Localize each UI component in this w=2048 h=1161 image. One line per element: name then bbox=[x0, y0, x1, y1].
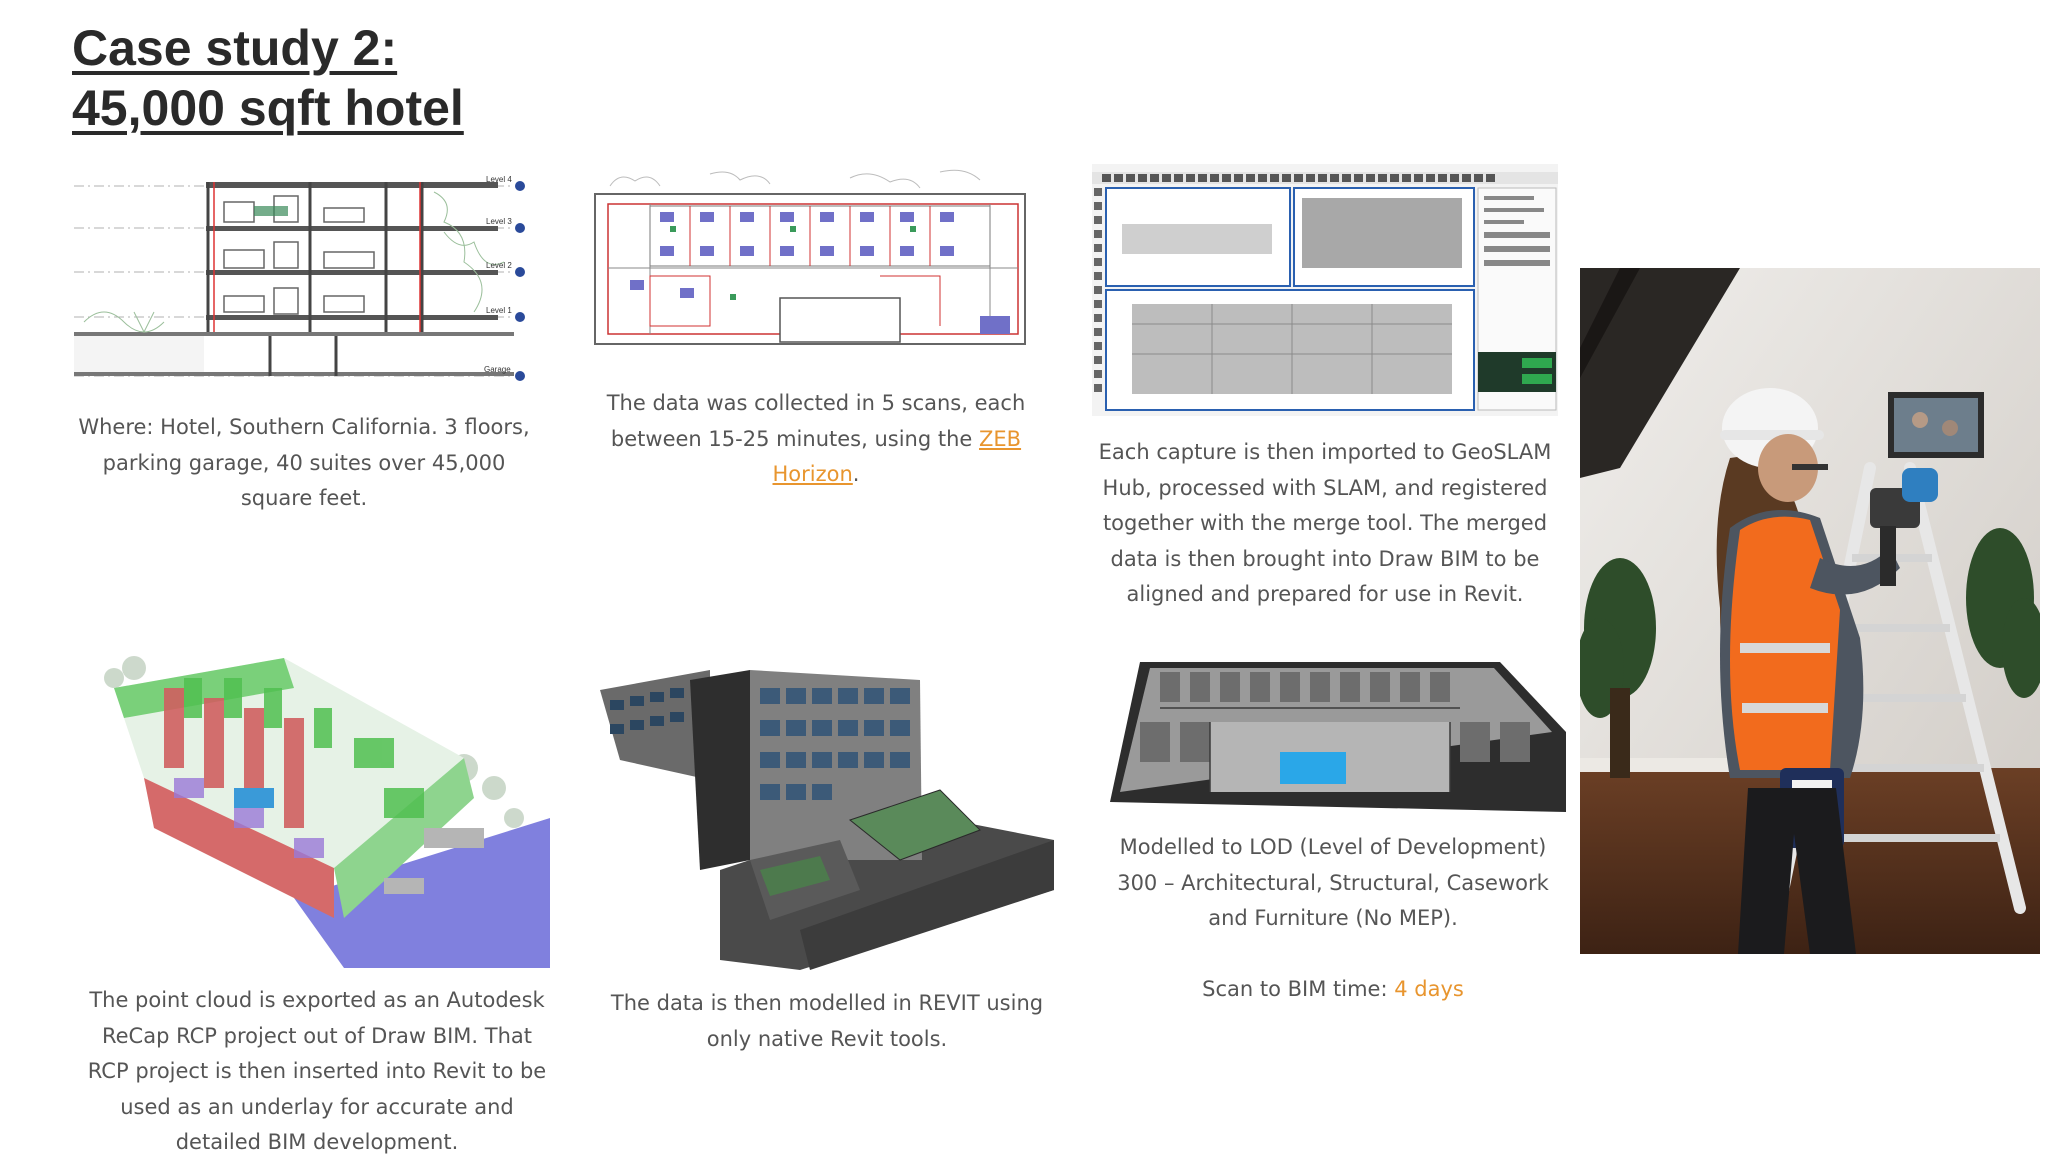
scans-caption-end: . bbox=[852, 462, 860, 486]
geoslam-software-screenshot bbox=[1092, 164, 1558, 416]
pointcloud-caption: The point cloud is exported as an Autode… bbox=[87, 988, 547, 1154]
section-drawing-image: Level 4 Level 3 Level 2 Level 1 Garage bbox=[74, 172, 532, 390]
garage-label: Garage bbox=[484, 365, 511, 374]
lod-caption: Modelled to LOD (Level of Development) 3… bbox=[1117, 835, 1549, 930]
scan-time-value: 4 days bbox=[1394, 977, 1464, 1001]
zeb-horizon-link[interactable]: ZEB Horizon bbox=[772, 426, 1022, 487]
scans-caption-text: The data was collected in 5 scans, each … bbox=[606, 391, 1026, 451]
person-scanning-photo bbox=[1580, 268, 2040, 954]
title-line-2: 45,000 sqft hotel bbox=[72, 80, 464, 136]
level-2-label: Level 2 bbox=[486, 261, 512, 270]
slide-title: Case study 2: 45,000 sqft hotel bbox=[72, 18, 672, 138]
title-line-1: Case study 2: bbox=[72, 20, 398, 76]
scan-time-label: Scan to BIM time: bbox=[1202, 977, 1395, 1001]
geoslam-caption: Each capture is then imported to GeoSLAM… bbox=[1098, 440, 1552, 606]
scan-time-line: Scan to BIM time: 4 days bbox=[1100, 972, 1566, 1008]
floor-model-image bbox=[1100, 652, 1566, 818]
scans-caption: The data was collected in 5 scans, each … bbox=[590, 386, 1042, 493]
point-cloud-image bbox=[84, 648, 550, 968]
level-1-label: Level 1 bbox=[486, 306, 512, 315]
where-caption: Where: Hotel, Southern California. 3 flo… bbox=[78, 415, 530, 510]
level-4-label: Level 4 bbox=[486, 175, 512, 184]
floor-plan-image bbox=[590, 166, 1042, 360]
revit-model-image bbox=[600, 660, 1054, 970]
revit-caption: The data is then modelled in REVIT using… bbox=[610, 991, 1044, 1051]
level-3-label: Level 3 bbox=[486, 217, 512, 226]
